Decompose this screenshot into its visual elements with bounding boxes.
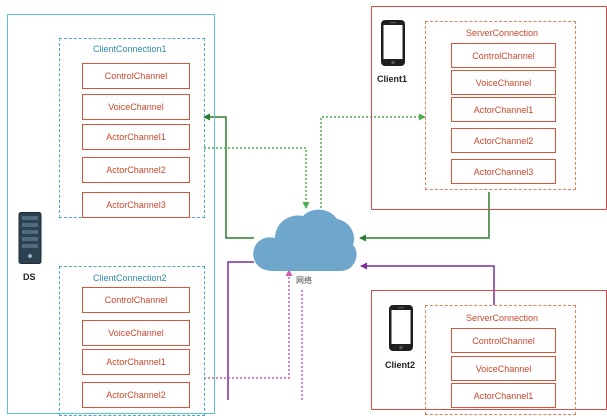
ds-client-connection1-title: ClientConnection1 — [93, 44, 167, 54]
client1-server-connection-group — [425, 21, 576, 190]
network-label: 网络 — [296, 276, 312, 285]
connection-lines — [203, 113, 495, 400]
client1-control-channel: ControlChannel — [451, 43, 556, 68]
ds-conn1-actor-channel3: ActorChannel3 — [82, 192, 190, 218]
ds-conn1-actor-channel2: ActorChannel2 — [82, 157, 190, 183]
cloud-icon — [249, 203, 361, 273]
ds-conn2-actor-channel1: ActorChannel1 — [82, 349, 190, 375]
cloud-to-ds-conn2-line — [227, 261, 254, 400]
client2-actor-channel1: ActorChannel1 — [451, 383, 556, 408]
ds-conn2-to-cloud-dotted — [204, 269, 293, 379]
smartphone-icon — [388, 304, 414, 352]
ds-conn1-control-channel: ControlChannel — [82, 63, 190, 89]
smartphone-icon — [380, 19, 406, 67]
client1-to-cloud-line — [359, 192, 490, 242]
cloud-to-client1-dotted — [320, 113, 426, 208]
ds-conn1-actor-channel1: ActorChannel1 — [82, 124, 190, 150]
ds-conn2-control-channel: ControlChannel — [82, 287, 190, 313]
ds-conn1-to-cloud-dotted — [204, 147, 310, 209]
client1-actor-channel3: ActorChannel3 — [451, 159, 556, 184]
client2-to-cloud-line — [360, 262, 495, 305]
ds-conn2-voice-channel: VoiceChannel — [82, 320, 190, 346]
client1-server-connection-title: ServerConnection — [466, 28, 539, 38]
client2-control-channel: ControlChannel — [451, 328, 556, 353]
server-tower-icon — [18, 212, 42, 264]
ds-client-connection2-title: ClientConnection2 — [93, 273, 167, 283]
client2-server-connection-title: ServerConnection — [466, 313, 539, 323]
client1-label: Client1 — [377, 74, 408, 84]
client2-voice-channel: VoiceChannel — [451, 356, 556, 381]
client1-voice-channel: VoiceChannel — [451, 70, 556, 95]
client1-actor-channel1: ActorChannel1 — [451, 97, 556, 122]
client1-actor-channel2: ActorChannel2 — [451, 128, 556, 153]
ds-conn2-actor-channel2: ActorChannel2 — [82, 382, 190, 408]
ds-label: DS — [23, 272, 36, 282]
client2-label: Client2 — [385, 360, 416, 370]
cloud-to-ds-conn1-line — [203, 113, 254, 239]
ds-conn1-voice-channel: VoiceChannel — [82, 94, 190, 120]
